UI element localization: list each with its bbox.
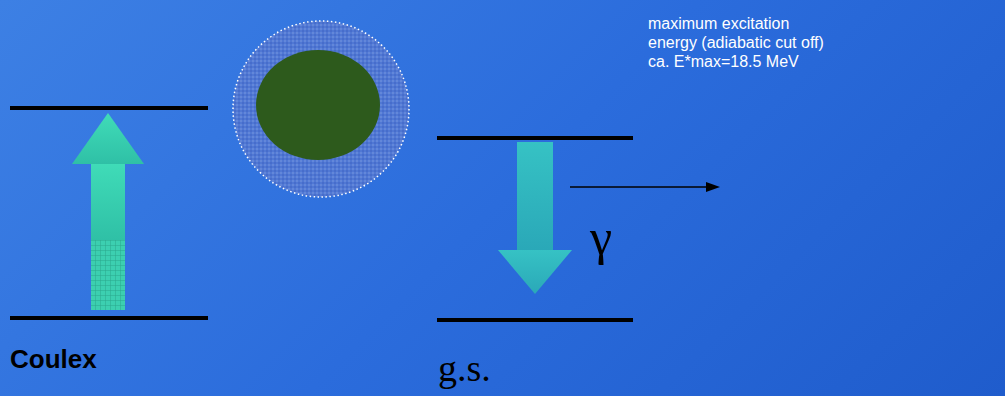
callout-note: maximum excitation energy (adiabatic cut… [648, 14, 833, 72]
level-line [10, 106, 208, 110]
excitation-arrow [72, 113, 144, 310]
level-line [437, 318, 633, 322]
gamma-symbol: γ [590, 212, 612, 262]
gamma-arrow [570, 182, 720, 192]
level-line [437, 136, 633, 140]
nucleus [233, 21, 409, 197]
level-line [10, 316, 208, 320]
process-label: Coulex [10, 344, 97, 375]
decay-arrow [498, 142, 572, 294]
state-label: g.s. [438, 348, 491, 390]
